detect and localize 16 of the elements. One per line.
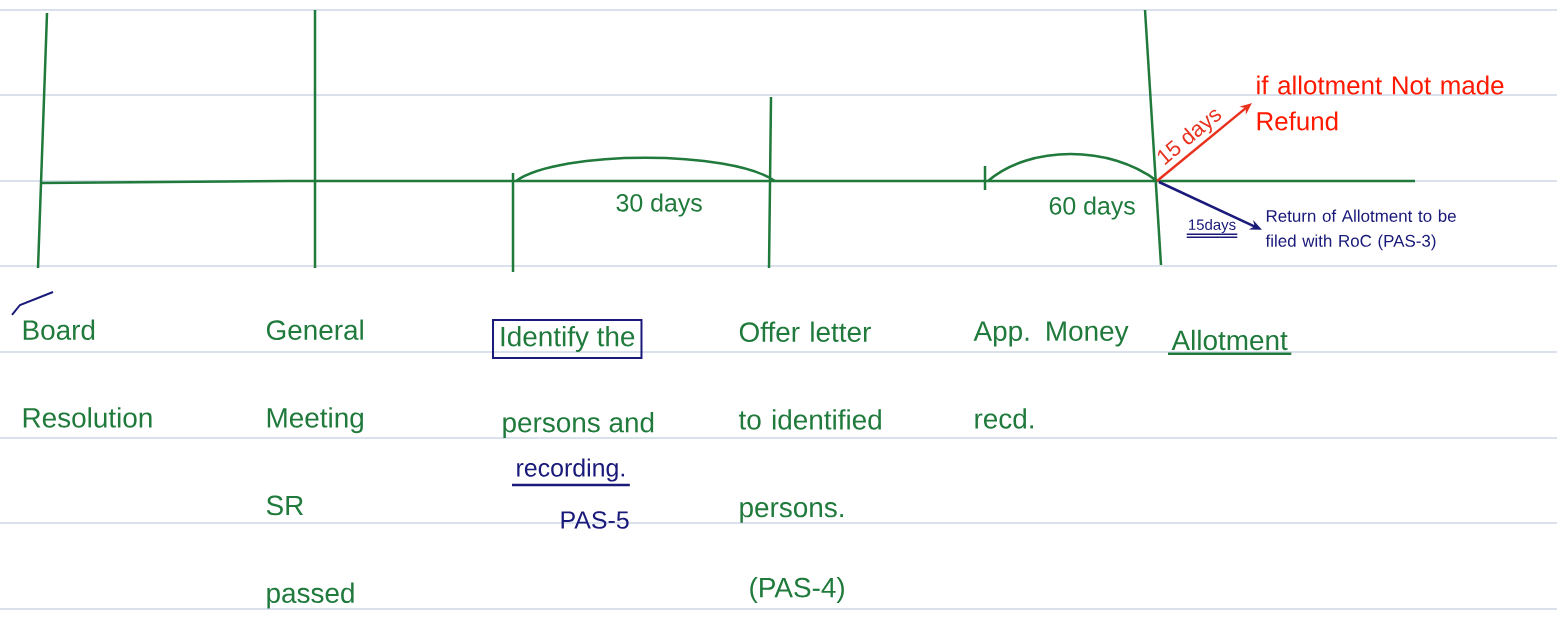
edge-label: 15 days (1157, 109, 1222, 165)
edge-label: 15days (1185, 219, 1239, 238)
note-text: Return of Allotment to be filed with RoC (PAS-3) (1265, 209, 1456, 251)
handwritten-label: recording. (512, 458, 630, 487)
note-text: if allotment Not made Refund (1257, 75, 1504, 131)
handwritten-label: Offer letter to identified persons. (738, 321, 881, 523)
handwritten-label: 30 days (616, 193, 702, 217)
handwritten-label: PAS-5 (561, 511, 629, 529)
handwritten-label: Allotment (1168, 329, 1292, 355)
handwritten-label: 60 days (1049, 196, 1135, 220)
text-box: Identify the (492, 319, 643, 359)
handwritten-label: persons and (503, 412, 654, 438)
handwritten-label: General Meeting SR passed (266, 319, 363, 609)
handwritten-label: (PAS-4) (750, 577, 844, 603)
handwritten-label: Board Resolution (23, 319, 152, 428)
handwritten-label: App. Money recd. (973, 321, 1129, 429)
